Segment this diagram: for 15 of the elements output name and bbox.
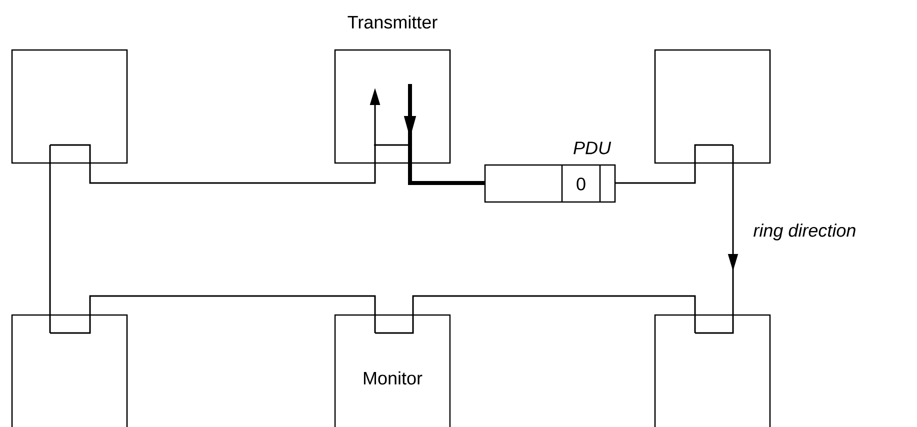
station-box [11,314,128,427]
station-label: Transmitter [348,15,438,29]
station-label: Monitor [364,371,422,385]
packet-label: PDU [574,142,612,154]
station-box [654,314,771,427]
ring-line [695,145,738,334]
packet-box [484,142,616,203]
station-box [654,49,771,164]
ring-line [50,295,376,334]
ring-line [375,295,696,334]
field-value: 0 [576,178,586,190]
edge-label: ring direction [754,224,856,240]
ring-line [49,145,51,333]
station-box [11,49,128,164]
ring-line [615,144,733,184]
